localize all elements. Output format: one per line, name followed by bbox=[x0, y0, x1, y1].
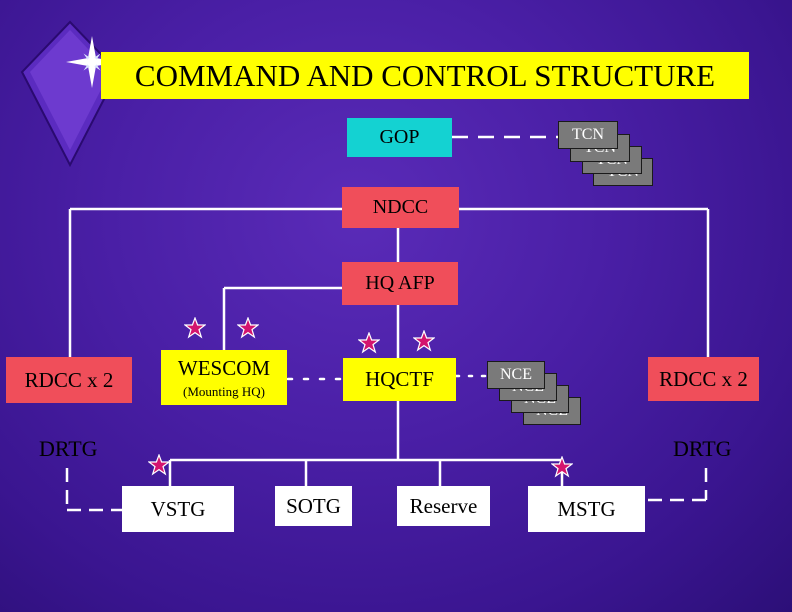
star-icon bbox=[237, 317, 259, 339]
star-icon bbox=[358, 332, 380, 354]
wescom-node: WESCOM (Mounting HQ) bbox=[161, 350, 287, 405]
drtg-right-label: DRTG bbox=[673, 436, 732, 461]
hq-afp-node: HQ AFP bbox=[342, 262, 458, 305]
star-icon bbox=[148, 454, 170, 476]
wescom-sublabel: (Mounting HQ) bbox=[183, 383, 265, 399]
star-icon bbox=[551, 456, 573, 478]
mstg-node: MSTG bbox=[528, 486, 645, 532]
nce-node: NCE bbox=[487, 361, 545, 389]
drtg-left-label: DRTG bbox=[39, 436, 98, 461]
star-icon bbox=[184, 317, 206, 339]
rdcc-left-node: RDCC x 2 bbox=[6, 357, 132, 403]
star-icon bbox=[413, 330, 435, 352]
gop-node: GOP bbox=[347, 118, 452, 157]
tcn-node: TCN bbox=[558, 121, 618, 149]
diagram-title: COMMAND AND CONTROL STRUCTURE bbox=[101, 52, 749, 99]
ndcc-node: NDCC bbox=[342, 187, 459, 228]
wescom-label: WESCOM bbox=[177, 355, 271, 380]
reserve-node: Reserve bbox=[397, 486, 490, 526]
rdcc-right-node: RDCC x 2 bbox=[648, 357, 759, 401]
hqctf-node: HQCTF bbox=[343, 358, 456, 401]
vstg-node: VSTG bbox=[122, 486, 234, 532]
sotg-node: SOTG bbox=[275, 486, 352, 526]
